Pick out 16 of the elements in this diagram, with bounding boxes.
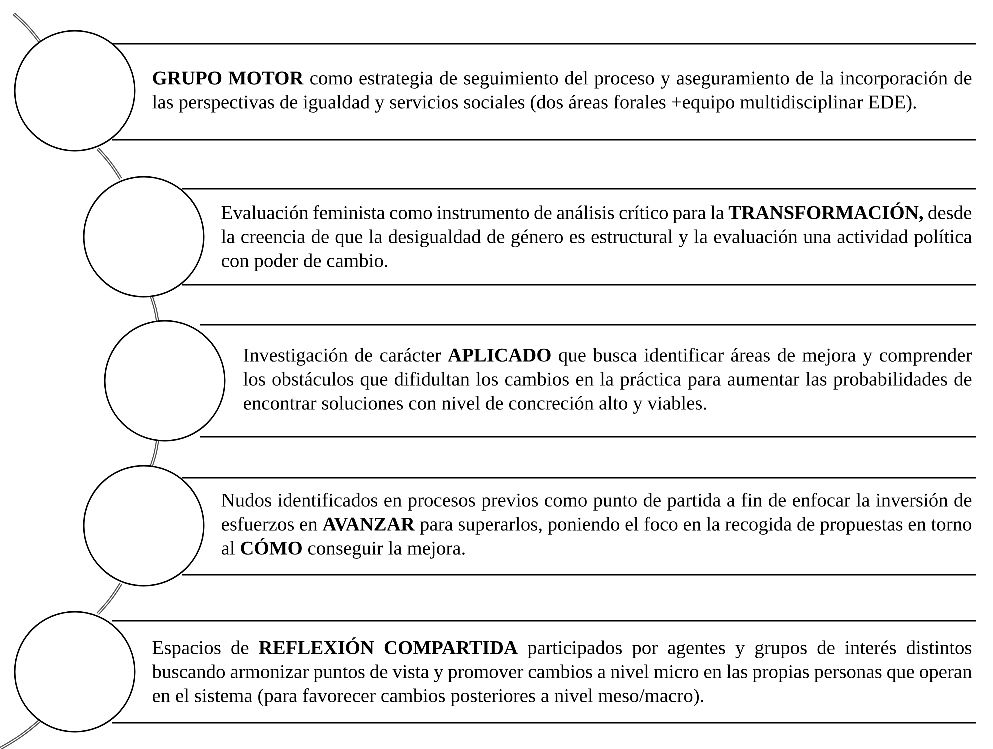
text-band: Nudos identificados en procesos previos como punto de partida a fin de enfocar la inversión de esfuerzos en AVANZAR para superarlos, poniendo el foco en la recogida de propuestas en torno al CÓMO conseguir la mejora. — [181, 477, 977, 576]
circle — [14, 611, 136, 733]
spine-line — [12, 12, 42, 43]
spine-line — [0, 720, 42, 749]
circle — [83, 176, 205, 298]
spine-line — [150, 294, 160, 324]
text-band: Espacios de REFLEXIÓN COMPARTIDA participados por agentes y grupos de interés distintos buscando armonizar puntos de vista y promover cambios a nivel micro en las propias personas que operan en el sistema (para favorecer cambios posteriores a nivel meso/macro). — [111, 620, 977, 724]
spine-line — [96, 583, 122, 616]
circle — [83, 465, 205, 587]
text-band: GRUPO MOTOR como estrategia de seguimiento del proceso y aseguramiento de la incorporación de las perspectivas de igualdad y servicios sociales (dos áreas forales +equipo multidisciplinar EDE). — [111, 43, 977, 141]
text-band: Evaluación feminista como instrumento de análisis crítico para la TRANSFORMACIÓN, desde la creencia de que la desigualdad de género es estructural y la evaluación una actividad política con poder de cambio. — [181, 188, 977, 286]
spine-line — [150, 438, 160, 469]
circle — [14, 30, 136, 152]
spine-line — [96, 148, 122, 180]
text-band: Investigación de carácter APLICADO que busca identificar áreas de mejora y comprender los obstáculos que difidultan los cambios en la práctica para aumentar las probabilidades de encontrar soluciones con nivel de concreción alto y viables. — [199, 324, 977, 438]
circle — [104, 320, 226, 442]
